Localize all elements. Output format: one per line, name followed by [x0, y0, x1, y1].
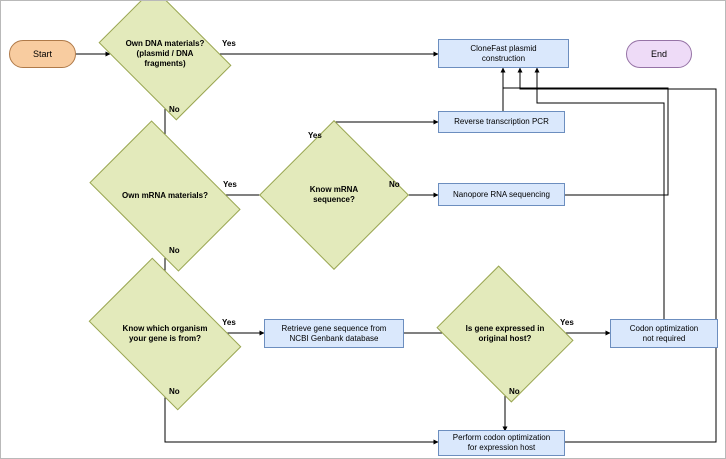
node-own-dna-label: Own DNA materials? (plasmid / DNA fragme…: [125, 39, 205, 68]
node-perform-codon-label: Perform codon optimization for expressio…: [452, 433, 551, 452]
node-start[interactable]: Start: [9, 40, 76, 68]
node-gene-expressed-label: Is gene expressed in original host?: [465, 324, 545, 343]
node-end[interactable]: End: [626, 40, 692, 68]
node-own-mrna-label: Own mRNA materials?: [122, 191, 208, 200]
node-nanopore-rna-sequencing[interactable]: Nanopore RNA sequencing: [438, 183, 565, 206]
edge-label-organism-no: No: [169, 387, 180, 396]
node-rtpcr-label: Reverse transcription PCR: [454, 117, 549, 127]
node-know-organism-decision[interactable]: Know which organism your gene is from?: [88, 257, 242, 411]
node-perform-codon-optimization[interactable]: Perform codon optimization for expressio…: [438, 430, 565, 456]
node-know-organism-label: Know which organism your gene is from?: [122, 324, 208, 343]
node-reverse-transcription-pcr[interactable]: Reverse transcription PCR: [438, 111, 565, 133]
node-codon-not-required-label: Codon optimization not required: [629, 323, 699, 343]
edge-label-organism-yes: Yes: [222, 318, 236, 327]
node-own-dna-decision[interactable]: Own DNA materials? (plasmid / DNA fragme…: [98, 1, 232, 121]
node-start-label: Start: [32, 48, 52, 59]
node-end-label: End: [650, 48, 667, 59]
node-retrieve-gene-sequence[interactable]: Retrieve gene sequence from NCBI Genbank…: [264, 319, 404, 348]
node-know-mrna-sequence-label: Know mRNA sequence?: [309, 185, 359, 204]
edge-label-mrna-no: No: [169, 246, 180, 255]
edge-label-expressed-no: No: [509, 387, 520, 396]
node-clonefast-label: CloneFast plasmid construction: [470, 43, 537, 63]
node-own-mrna-decision[interactable]: Own mRNA materials?: [89, 120, 241, 272]
edge-organism-no-to-perform-codon: [164, 378, 439, 445]
node-retrieve-gene-label: Retrieve gene sequence from NCBI Genbank…: [281, 323, 387, 343]
node-clonefast-plasmid-construction[interactable]: CloneFast plasmid construction: [438, 39, 569, 68]
edge-label-dna-no: No: [169, 105, 180, 114]
node-gene-expressed-decision[interactable]: Is gene expressed in original host?: [436, 265, 574, 403]
edge-label-expressed-yes: Yes: [560, 318, 574, 327]
node-codon-optimization-not-required[interactable]: Codon optimization not required: [610, 319, 718, 348]
edge-label-dna-yes: Yes: [222, 39, 236, 48]
node-nanopore-label: Nanopore RNA sequencing: [453, 189, 550, 199]
edge-label-mrna-seq-no: No: [389, 180, 400, 189]
node-know-mrna-sequence-decision[interactable]: Know mRNA sequence?: [259, 120, 409, 270]
edge-label-mrna-seq-yes: Yes: [308, 131, 322, 140]
edge-label-mrna-yes: Yes: [223, 180, 237, 189]
